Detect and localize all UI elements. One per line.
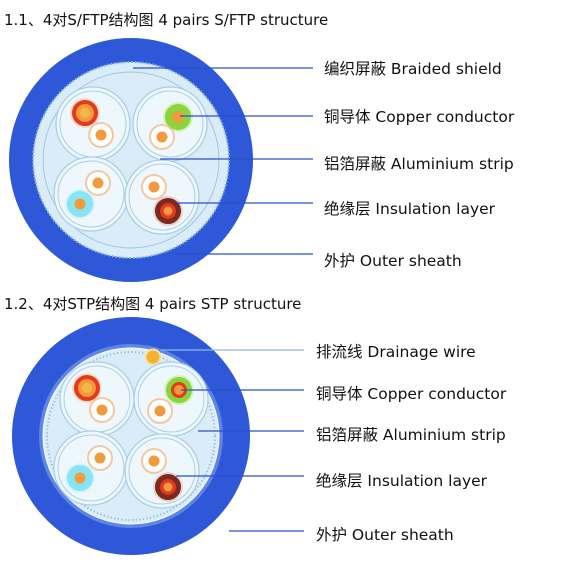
stp-label-drain: 排流线 Drainage wire [316, 343, 476, 361]
stp-label-copper: 铜导体 Copper conductor [316, 385, 507, 403]
stp-section-title: 1.2、4对STP结构图 4 pairs STP structure [4, 295, 301, 313]
sftp-pair-green [132, 86, 208, 162]
stp-pair-green [133, 361, 209, 437]
sftp-braided-shield [32, 61, 230, 259]
stp-cable-cross-section [12, 317, 250, 555]
stp-pair-orange [59, 361, 135, 437]
sftp-cable-cross-section [9, 38, 253, 282]
sftp-label-sheath: 外护 Outer sheath [324, 252, 462, 270]
sftp-pair-orange [55, 86, 131, 162]
sftp-pair-blue [53, 156, 129, 232]
stp-label-sheath: 外护 Outer sheath [316, 526, 454, 544]
sftp-foil-layer [42, 71, 220, 249]
stp-pair-blue [53, 430, 129, 506]
stp-drain-wire [144, 348, 162, 366]
stp-pair-brown [124, 433, 200, 509]
sftp-label-braided: 编织屏蔽 Braided shield [324, 60, 502, 78]
sftp-label-foil: 铝箔屏蔽 Aluminium strip [324, 155, 514, 173]
sftp-label-insulation: 绝缘层 Insulation layer [324, 200, 496, 218]
sftp-label-copper: 铜导体 Copper conductor [324, 108, 515, 126]
sftp-section-title: 1.1、4对S/FTP结构图 4 pairs S/FTP structure [4, 11, 328, 29]
stp-label-foil: 铝箔屏蔽 Aluminium strip [316, 426, 506, 444]
sftp-pair-brown [124, 159, 200, 235]
stp-label-insulation: 绝缘层 Insulation layer [316, 472, 488, 490]
